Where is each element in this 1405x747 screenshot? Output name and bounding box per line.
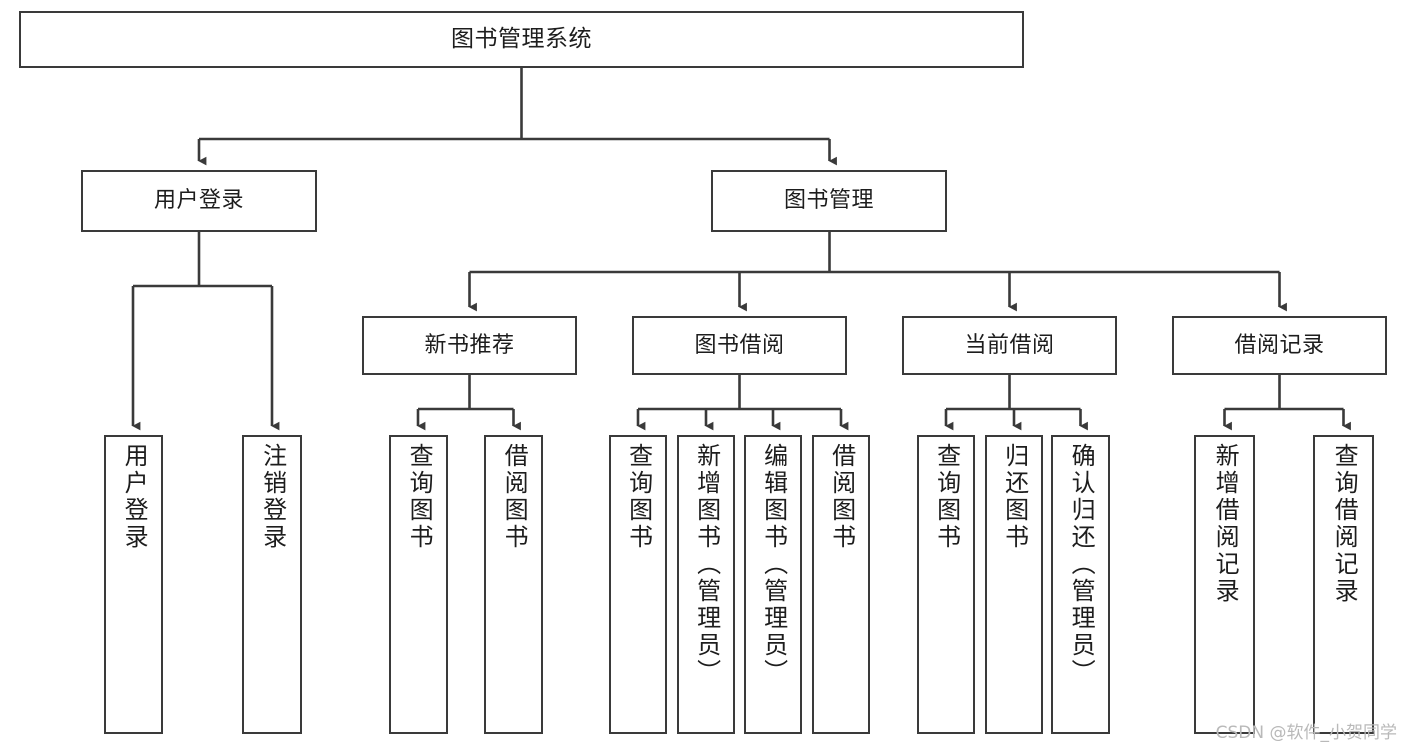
- node-leaf-return-book[interactable]: 归还图书: [985, 435, 1043, 734]
- node-leaf-borrow-book-2-label: 借阅图书: [827, 443, 856, 551]
- node-book-manage-label: 图书管理: [783, 188, 874, 214]
- node-leaf-logout-label: 注销登录: [258, 443, 287, 551]
- node-book-borrow-label: 图书借阅: [694, 332, 785, 358]
- node-root[interactable]: 图书管理系统: [19, 11, 1024, 68]
- node-book-manage[interactable]: 图书管理: [711, 170, 947, 232]
- node-leaf-query-book-2-label: 查询图书: [624, 443, 653, 551]
- node-leaf-borrow-book-1[interactable]: 借阅图书: [484, 435, 543, 734]
- node-leaf-query-book-3[interactable]: 查询图书: [917, 435, 975, 734]
- node-new-book-rec-label: 新书推荐: [424, 332, 515, 358]
- node-leaf-logout[interactable]: 注销登录: [242, 435, 302, 734]
- node-leaf-borrow-book-1-label: 借阅图书: [500, 443, 529, 551]
- node-current-borrow-label: 当前借阅: [964, 332, 1055, 358]
- node-leaf-edit-book-label: 编辑图书（管理员）: [759, 443, 788, 686]
- node-new-book-rec[interactable]: 新书推荐: [362, 316, 577, 375]
- node-leaf-query-book-2[interactable]: 查询图书: [609, 435, 667, 734]
- node-leaf-return-book-label: 归还图书: [1000, 443, 1029, 551]
- node-leaf-confirm-return-label: 确认归还（管理员）: [1067, 443, 1096, 686]
- node-leaf-user-login[interactable]: 用户登录: [104, 435, 163, 734]
- node-leaf-borrow-book-2[interactable]: 借阅图书: [812, 435, 870, 734]
- watermark: CSDN @软件_小贺同学: [1215, 723, 1397, 743]
- node-root-label: 图书管理系统: [451, 25, 592, 52]
- node-leaf-edit-book[interactable]: 编辑图书（管理员）: [744, 435, 802, 734]
- node-leaf-add-book[interactable]: 新增图书（管理员）: [677, 435, 735, 734]
- node-borrow-record[interactable]: 借阅记录: [1172, 316, 1387, 375]
- node-leaf-query-book-3-label: 查询图书: [932, 443, 961, 551]
- node-leaf-add-record-label: 新增借阅记录: [1211, 443, 1240, 605]
- node-current-borrow[interactable]: 当前借阅: [902, 316, 1117, 375]
- node-leaf-confirm-return[interactable]: 确认归还（管理员）: [1051, 435, 1110, 734]
- node-leaf-add-book-label: 新增图书（管理员）: [692, 443, 721, 686]
- node-leaf-query-record-label: 查询借阅记录: [1330, 443, 1359, 605]
- node-leaf-add-record[interactable]: 新增借阅记录: [1194, 435, 1255, 734]
- node-book-borrow[interactable]: 图书借阅: [632, 316, 847, 375]
- node-leaf-user-login-label: 用户登录: [120, 443, 149, 551]
- node-user-login-label: 用户登录: [153, 188, 244, 214]
- node-user-login[interactable]: 用户登录: [81, 170, 317, 232]
- node-leaf-query-record[interactable]: 查询借阅记录: [1313, 435, 1374, 734]
- node-leaf-query-book-1-label: 查询图书: [405, 443, 434, 551]
- node-leaf-query-book-1[interactable]: 查询图书: [389, 435, 448, 734]
- node-borrow-record-label: 借阅记录: [1234, 332, 1325, 358]
